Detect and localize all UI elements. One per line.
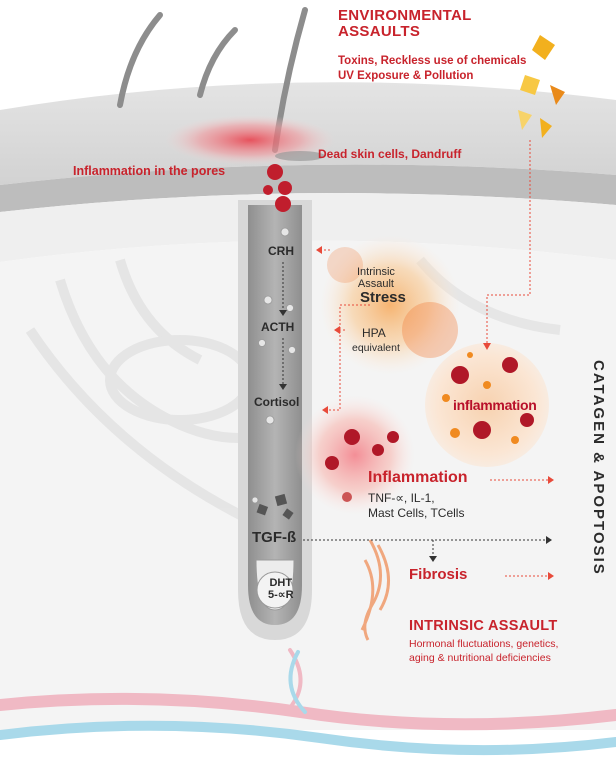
inflammation-markers-2: Mast Cells, TCells — [368, 507, 464, 520]
fibrosis-label: Fibrosis — [409, 567, 467, 583]
dead-skin-label: Dead skin cells, Dandruff — [318, 148, 461, 161]
acth-label: ACTH — [261, 321, 294, 334]
bubble-inflammation-label: inflammation — [453, 398, 537, 413]
environmental-title: ENVIRONMENTAL ASSAULTS — [338, 8, 472, 40]
follicle-sheath — [238, 200, 312, 640]
intrinsic-assault-subtitle-2: aging & nutritional deficiencies — [409, 653, 551, 664]
crh-label: CRH — [268, 245, 294, 258]
hpa-label: HPA — [362, 327, 386, 340]
environmental-subtitle-1: Toxins, Reckless use of chemicals — [338, 55, 526, 67]
tgf-label: TGF-ß — [252, 530, 296, 546]
inflammation-title: Inflammation — [368, 470, 468, 487]
intrinsic-assault-small: Intrinsic Assault — [357, 267, 395, 290]
catagen-apoptosis-label: CATAGEN & APOPTOSIS — [590, 360, 606, 576]
dht-label: DHT 5-∝R — [268, 578, 294, 601]
cortisol-label: Cortisol — [254, 396, 299, 409]
inflammation-markers-1: TNF-∝, IL-1, — [368, 492, 435, 505]
hpa-equivalent-label: equivalent — [352, 343, 400, 354]
inflammation-pores-label: Inflammation in the pores — [73, 165, 225, 178]
intrinsic-assault-subtitle-1: Hormonal fluctuations, genetics, — [409, 639, 558, 650]
stress-label: Stress — [360, 290, 406, 306]
stress-glow-a — [402, 302, 458, 358]
intrinsic-assault-title: INTRINSIC ASSAULT — [409, 619, 558, 634]
environmental-subtitle-2: UV Exposure & Pollution — [338, 70, 473, 82]
